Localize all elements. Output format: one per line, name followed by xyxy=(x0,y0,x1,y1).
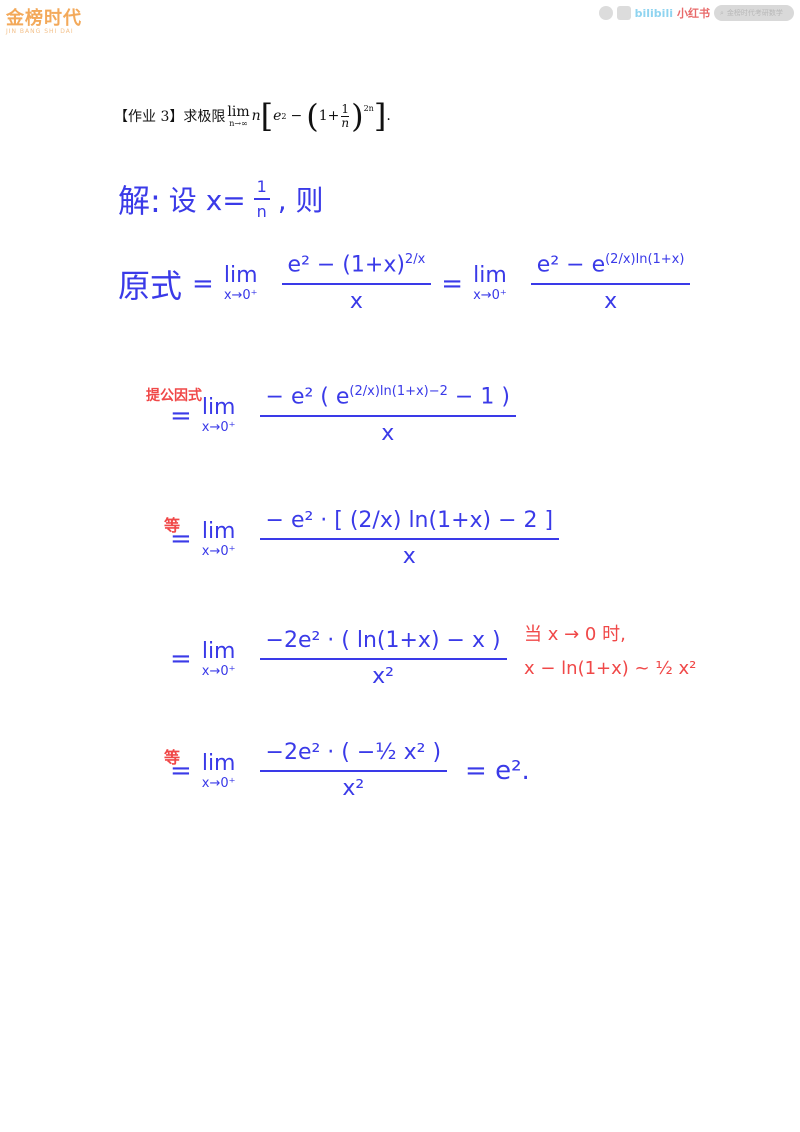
let-text: 设 x= xyxy=(168,184,246,217)
logo-subtext: JIN BANG SHI DAI xyxy=(6,28,74,35)
equals: = xyxy=(192,268,214,299)
fraction-1-over-n: 1 n xyxy=(341,101,350,130)
let-fraction: 1 n xyxy=(253,177,270,221)
search-pill[interactable]: ⌕ 金榜时代考研数学 xyxy=(714,5,794,21)
equals: = xyxy=(170,400,192,431)
jie-label: 解: xyxy=(118,182,161,220)
fraction-2: e² − e(2/x)ln(1+x) x xyxy=(530,252,691,315)
logo-text: 金榜时代 xyxy=(6,8,82,29)
douyin-icon[interactable] xyxy=(616,6,631,20)
bilibili-link[interactable]: bilibili xyxy=(634,6,673,20)
equals: = xyxy=(170,756,192,787)
problem-task: 求极限 xyxy=(183,109,226,125)
equivalence-note: 当 x → 0 时, x − ln(1+x) ~ ½ x² xyxy=(524,618,696,686)
outer-exponent: 2n xyxy=(363,104,374,113)
then-text: , 则 xyxy=(277,184,324,217)
left-bracket: [ xyxy=(260,97,274,135)
one-plus: 1+ xyxy=(318,108,340,124)
search-text: 金榜时代考研数学 xyxy=(726,9,783,17)
step-5-note: 等 xyxy=(164,748,181,767)
fraction: −2e² · ( −½ x² ) x² xyxy=(259,740,448,803)
right-bracket: ] xyxy=(373,97,387,135)
step-2-note: 提公因式 xyxy=(146,388,202,404)
brand-logo: 金榜时代 JIN BANG SHI DAI xyxy=(6,4,82,35)
minus-sign: − xyxy=(290,108,303,124)
e-base: e xyxy=(273,108,282,124)
problem-label: 【作业 3】 xyxy=(114,109,184,125)
original-expr-label: 原式 xyxy=(118,266,183,305)
weibo-icon[interactable] xyxy=(598,6,613,20)
equals: = xyxy=(170,644,192,675)
xiaohongshu-link[interactable]: 小红书 xyxy=(677,7,710,20)
note-line-1: 当 x → 0 时, xyxy=(524,624,626,645)
right-paren: ) xyxy=(351,97,364,135)
social-links: bilibili 小红书 ⌕ 金榜时代考研数学 xyxy=(598,4,794,22)
fraction: − e² ( e(2/x)ln(1+x)−2 − 1 ) x xyxy=(259,384,516,447)
note-line-2: x − ln(1+x) ~ ½ x² xyxy=(524,658,697,680)
period: . xyxy=(386,108,391,124)
fraction-1: e² − (1+x)2/x x xyxy=(281,252,432,315)
step-3-note: 等 xyxy=(164,516,181,535)
var-n: n xyxy=(251,108,261,124)
solution-intro: 解: 设 x= 1 n , 则 xyxy=(118,176,324,222)
final-result: = e². xyxy=(465,756,530,787)
fraction: −2e² · ( ln(1+x) − x ) x² xyxy=(259,628,507,691)
equals: = xyxy=(441,268,464,299)
equals: = xyxy=(170,524,192,555)
limit-operator: lim n→∞ xyxy=(227,103,250,128)
fraction: − e² · [ (2/x) ln(1+x) − 2 ] x xyxy=(259,508,560,571)
search-icon: ⌕ xyxy=(720,8,724,17)
left-paren: ( xyxy=(306,97,319,135)
